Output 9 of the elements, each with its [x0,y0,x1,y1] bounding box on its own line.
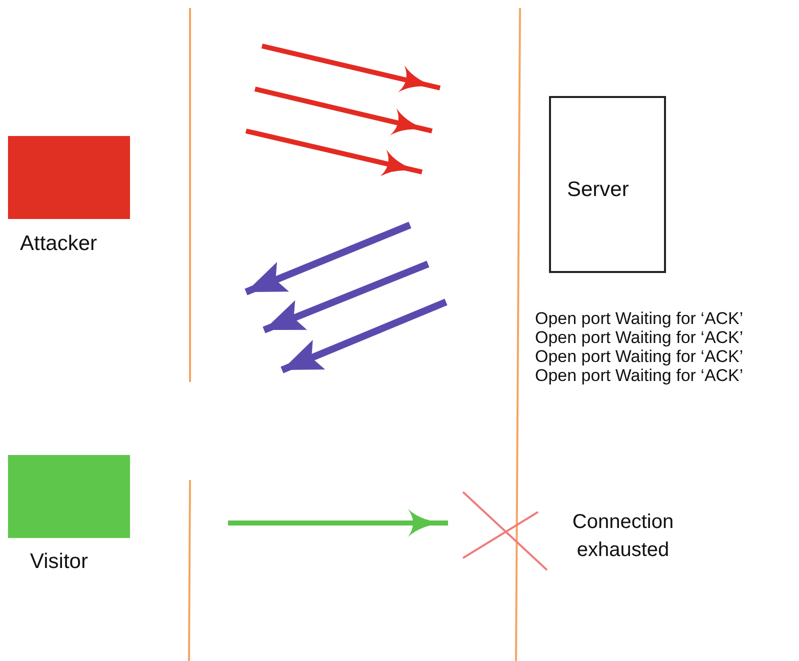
node-label: Attacker [20,232,98,256]
status-text: Open port Waiting for ‘ACK’ [535,328,744,347]
status-text: Open port Waiting for ‘ACK’ [535,366,744,385]
server-box [549,96,666,273]
node-label: Visitor [30,550,88,574]
status-text: Open port Waiting for ‘ACK’ [535,309,744,328]
status-text: Open port Waiting for ‘ACK’ [535,347,744,366]
status-note: Connection exhausted [571,510,675,563]
node-label: Server [567,178,629,202]
